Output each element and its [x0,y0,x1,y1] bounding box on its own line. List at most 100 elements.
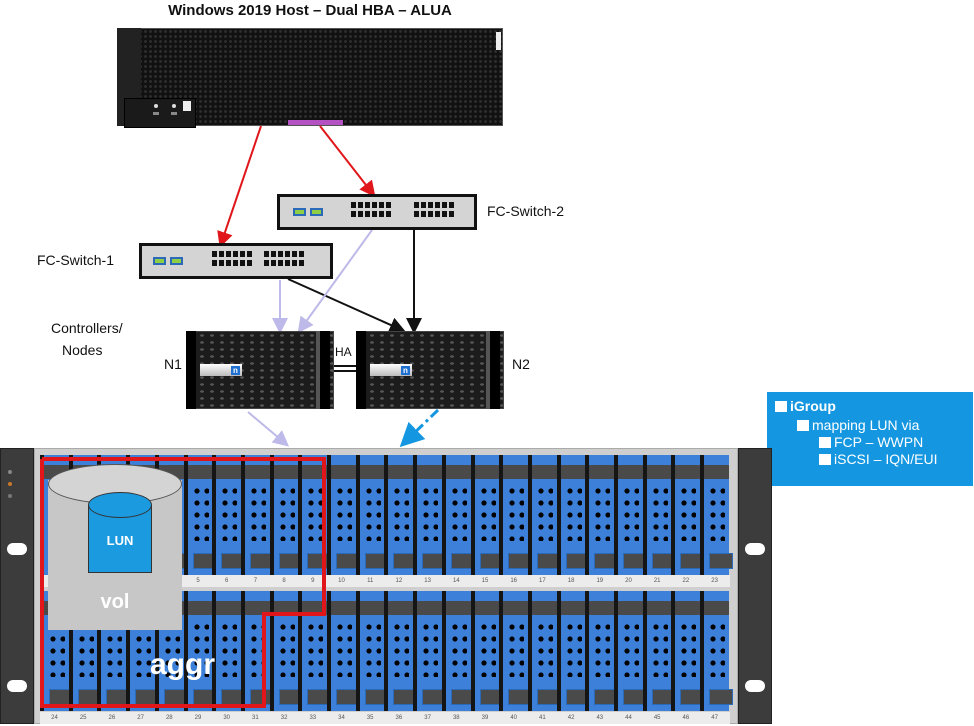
drive-bay [269,455,303,575]
drive-bay [355,591,389,711]
drive-vent [220,485,238,541]
drive-latch [531,465,557,479]
drive-number: 33 [309,715,317,721]
drive-bay [384,591,418,711]
drive-bay [614,455,647,575]
drive-bay [642,591,676,711]
path-switch1-to-n2 [287,278,406,333]
igroup-info-box: iGroup mapping LUN via FCP – WWPN iSCSI … [767,392,973,486]
drive-bay [212,591,246,711]
drive-number: 30 [223,715,231,721]
status-led-icon [8,482,12,486]
drive-bay [212,455,246,575]
switch-port-block [351,202,391,217]
drive-handle [709,553,734,569]
drive-number: 41 [539,715,546,721]
drive-latch [216,601,242,615]
drive-latch [331,601,356,615]
drive-latch [273,601,299,615]
aggregate-label: aggr [150,648,216,681]
drive-number: 44 [625,715,632,721]
drive-latch [359,465,385,479]
drive-number: 31 [252,715,259,721]
drive-number: 45 [653,715,661,721]
drive-number: 32 [280,715,288,721]
drive-number: 22 [682,578,690,584]
igroup-item: mapping LUN via [797,417,919,434]
drive-vent [220,621,238,677]
switch-port-icon [310,208,323,216]
controller-n2 [356,331,504,409]
drive-number: 26 [108,715,116,721]
host-port-label [153,112,159,115]
fc-switch-1-label: FC-Switch-1 [37,252,115,268]
drive-number: 46 [682,715,690,721]
volume-label: vol [100,591,130,613]
drive-bay [700,591,734,711]
drive-vent [392,621,410,677]
drive-latch [589,465,615,479]
drive-latch [244,601,270,615]
drive-vent [650,621,668,677]
drive-number: 36 [395,715,403,721]
netapp-logo-icon: n [231,366,240,375]
switch-port-block [264,251,304,266]
drive-vent [650,485,668,541]
drive-latch [187,601,213,615]
drive-vent [679,485,697,541]
drive-latch [302,601,328,615]
igroup-item: FCP – WWPN [819,434,923,451]
drive-bay [327,455,360,575]
ear-slot-icon [7,543,27,555]
drive-number: 39 [481,715,489,721]
drive-bay [240,455,274,575]
drive-number: 10 [338,578,345,584]
status-led-icon [8,470,12,474]
drive-number: 13 [424,578,431,584]
drive-bay [499,455,533,575]
ha-link [334,365,356,367]
drive-vent [478,485,496,541]
drive-vent [306,621,324,677]
drive-number: 34 [338,715,345,721]
path-switch2-to-n1 [297,229,373,334]
drive-number: 20 [625,578,632,584]
switch-port-icon [153,257,166,265]
drive-number: 18 [567,578,575,584]
drive-latch [417,465,443,479]
nodes-label: Nodes [62,342,103,358]
drive-vent [708,621,726,677]
drive-vent [593,485,611,541]
drive-bay [355,455,389,575]
drive-latch [216,465,242,479]
drive-vent [335,621,352,677]
drive-bay [183,455,217,575]
diagram-title: Windows 2019 Host – Dual HBA – ALUA [168,2,452,19]
drive-number: 28 [165,715,173,721]
drive-number: 43 [596,715,604,721]
controller-n1-edge [316,331,320,409]
drive-vent [478,621,496,677]
netapp-logo-icon: n [401,366,410,375]
drive-latch [244,465,270,479]
controllers-label: Controllers/ [51,320,123,336]
drive-number: 15 [481,578,489,584]
bullet-square-icon [819,437,831,448]
controller-n1-bezel [186,331,196,409]
drive-bay [413,591,447,711]
drive-latch [589,601,615,615]
drive-latch [273,465,299,479]
drive-vent [76,621,94,677]
host-port-label [171,112,177,115]
controller-n2-bezel [490,331,500,409]
drive-vent [191,485,209,541]
drive-vent [248,485,266,541]
drive-vent [708,485,726,541]
drive-latch [618,601,643,615]
drive-latch [646,601,672,615]
drive-latch [704,601,730,615]
drive-number: 21 [653,578,661,584]
bullet-square-icon [819,454,831,465]
